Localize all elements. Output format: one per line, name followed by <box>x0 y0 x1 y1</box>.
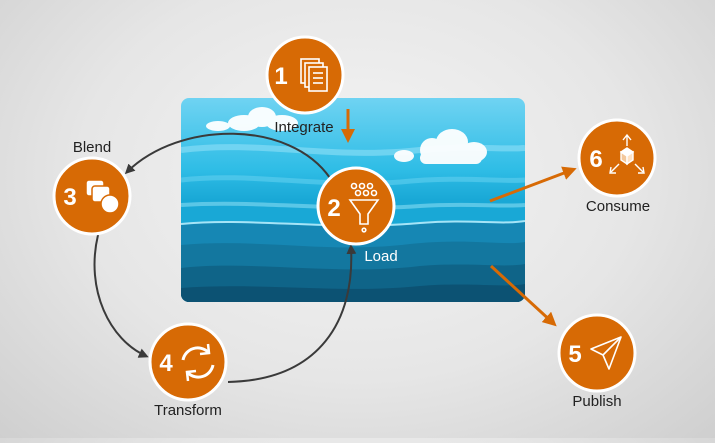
distribute-icon <box>609 133 645 174</box>
output-arrows <box>341 109 577 327</box>
step-number: 1 <box>274 63 287 90</box>
arrow-load-to-consume <box>489 166 577 203</box>
step-node-1: 1 <box>265 35 345 115</box>
step-node-5: 5 <box>557 313 637 393</box>
step-label-load: Load <box>364 248 398 265</box>
step-number: 4 <box>159 350 173 377</box>
step-number: 6 <box>589 146 602 173</box>
step-node-2: 2 <box>316 166 396 246</box>
arrow-load-to-publish <box>489 264 557 327</box>
blend-shapes-icon <box>85 179 120 214</box>
arrow-blend-to-transform <box>93 234 149 358</box>
step-node-6: 6 <box>577 118 657 198</box>
documents-icon <box>300 58 328 92</box>
cycle-arrows <box>93 132 357 383</box>
step-label-blend: Blend <box>72 139 112 156</box>
arrow-load-to-blend <box>124 132 331 179</box>
arrow-transform-to-load <box>227 244 357 383</box>
refresh-cycle-icon <box>181 343 215 382</box>
paper-plane-icon <box>590 336 622 370</box>
step-node-3: 3 <box>52 156 132 236</box>
step-label-transform: Transform <box>154 402 222 419</box>
step-number: 5 <box>568 341 581 368</box>
step-label-integrate: Integrate <box>274 119 334 136</box>
funnel-icon <box>348 182 380 233</box>
step-label-consume: Consume <box>585 198 651 215</box>
step-label-publish: Publish <box>572 393 622 410</box>
step-number: 2 <box>327 195 340 222</box>
step-node-4: 4 <box>148 322 228 402</box>
step-number: 3 <box>63 184 76 211</box>
